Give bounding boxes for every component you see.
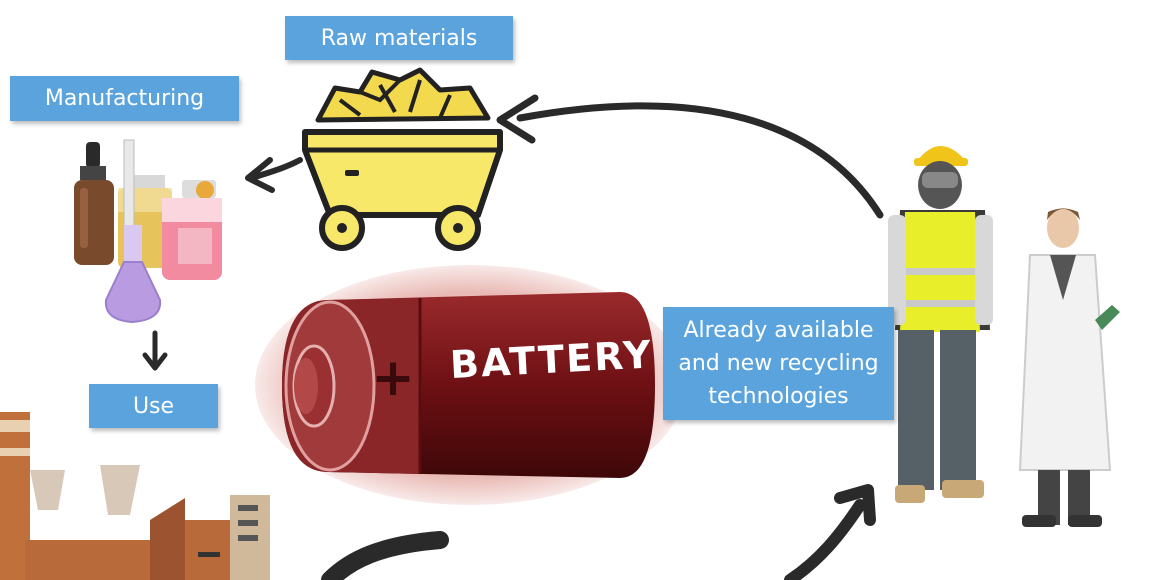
recycling-worker-icon: [888, 146, 993, 503]
arrow-recycle-to-raw: [496, 94, 884, 219]
label-recycling-line-2: and new recycling: [678, 351, 879, 376]
label-recycling-line-3: technologies: [708, 384, 849, 409]
label-raw-materials-text: Raw materials: [320, 25, 478, 51]
label-manufacturing-text: Manufacturing: [44, 86, 205, 111]
label-use-text: Use: [132, 393, 175, 419]
factory-icon: [0, 412, 270, 580]
lab-bottles-icon: [74, 139, 222, 324]
arrow-raw-to-manufacturing: [245, 157, 303, 193]
label-manufacturing: Manufacturing: [10, 76, 239, 121]
battery-icon: [255, 265, 685, 505]
mine-cart-icon: [302, 67, 503, 251]
label-use: Use: [89, 384, 218, 428]
arrow-use-to-battery: [321, 531, 449, 580]
label-recycling-line-1: Already available: [683, 318, 874, 343]
scientist-icon: [1018, 208, 1120, 527]
label-recycling: Already available and new recycling tech…: [663, 307, 894, 420]
battery-plus: +: [371, 348, 415, 408]
arrow-manufacturing-to-use: [142, 330, 168, 371]
arrow-to-recycling: [784, 484, 876, 580]
label-raw-materials: Raw materials: [285, 16, 513, 60]
